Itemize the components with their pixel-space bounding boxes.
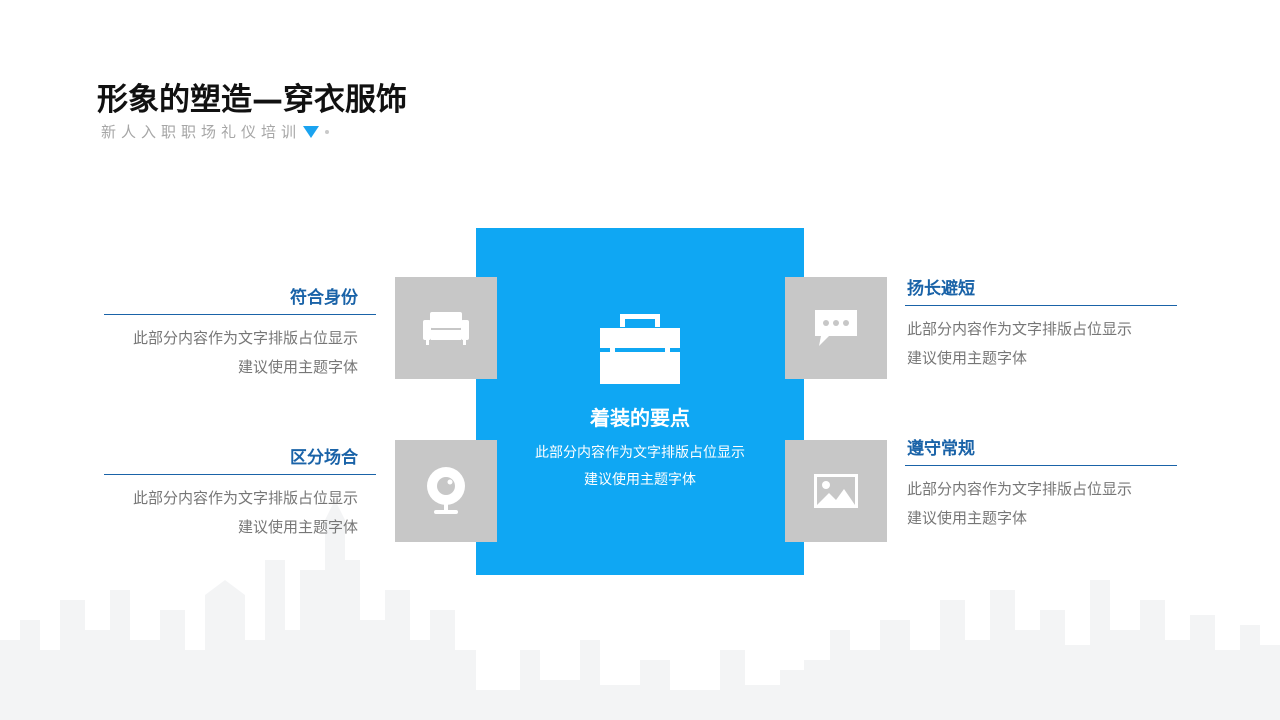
center-text-line: 此部分内容作为文字排版占位显示 bbox=[535, 445, 745, 461]
webcam-icon bbox=[427, 467, 465, 514]
desc-line: 建议使用主题字体 bbox=[907, 349, 1028, 367]
divider-line bbox=[104, 474, 376, 475]
center-description: 此部分内容作为文字排版占位显示 建议使用主题字体 bbox=[476, 440, 804, 494]
page-title: 形象的塑造—穿衣服饰 bbox=[97, 82, 407, 118]
desc-line: 建议使用主题字体 bbox=[237, 518, 358, 536]
page-subtitle: 新人入职职场礼仪培训 bbox=[101, 121, 330, 142]
point-title: 符合身份 bbox=[290, 288, 358, 308]
desc-line: 此部分内容作为文字排版占位显示 bbox=[907, 480, 1133, 498]
image-icon bbox=[814, 474, 858, 508]
point-fit-identity: 符合身份 此部分内容作为文字排版占位显示 建议使用主题字体 bbox=[104, 284, 376, 382]
point-description: 此部分内容作为文字排版占位显示 建议使用主题字体 bbox=[905, 475, 1177, 533]
point-description: 此部分内容作为文字排版占位显示 建议使用主题字体 bbox=[905, 315, 1177, 373]
city-skyline-background bbox=[0, 500, 1280, 720]
divider-line bbox=[905, 465, 1177, 466]
desc-line: 建议使用主题字体 bbox=[907, 509, 1028, 527]
point-title: 区分场合 bbox=[290, 448, 358, 468]
sofa-icon bbox=[423, 312, 469, 345]
webcam-icon-box bbox=[395, 440, 497, 542]
image-icon-box bbox=[785, 440, 887, 542]
desc-line: 建议使用主题字体 bbox=[237, 358, 358, 376]
briefcase-icon bbox=[600, 314, 680, 384]
point-description: 此部分内容作为文字排版占位显示 建议使用主题字体 bbox=[104, 484, 376, 542]
subtitle-text: 新人入职职场礼仪培训 bbox=[101, 123, 302, 141]
point-title: 扬长避短 bbox=[907, 279, 975, 299]
sofa-icon-box bbox=[395, 277, 497, 379]
point-strengths: 扬长避短 此部分内容作为文字排版占位显示 建议使用主题字体 bbox=[905, 275, 1177, 373]
divider-line bbox=[905, 305, 1177, 306]
point-description: 此部分内容作为文字排版占位显示 建议使用主题字体 bbox=[104, 324, 376, 382]
point-title: 遵守常规 bbox=[907, 439, 975, 459]
center-text-line: 建议使用主题字体 bbox=[584, 472, 696, 488]
dot-icon bbox=[325, 129, 330, 134]
divider-line bbox=[104, 314, 376, 315]
center-panel: 着装的要点 此部分内容作为文字排版占位显示 建议使用主题字体 bbox=[476, 228, 804, 575]
triangle-down-icon bbox=[303, 125, 320, 138]
point-distinguish-occasion: 区分场合 此部分内容作为文字排版占位显示 建议使用主题字体 bbox=[104, 444, 376, 542]
desc-line: 此部分内容作为文字排版占位显示 bbox=[132, 329, 358, 347]
center-title: 着装的要点 bbox=[590, 406, 690, 430]
chat-icon-box bbox=[785, 277, 887, 379]
desc-line: 此部分内容作为文字排版占位显示 bbox=[907, 320, 1133, 338]
desc-line: 此部分内容作为文字排版占位显示 bbox=[132, 489, 358, 507]
point-follow-convention: 遵守常规 此部分内容作为文字排版占位显示 建议使用主题字体 bbox=[905, 435, 1177, 533]
chat-bubble-icon bbox=[815, 310, 857, 346]
